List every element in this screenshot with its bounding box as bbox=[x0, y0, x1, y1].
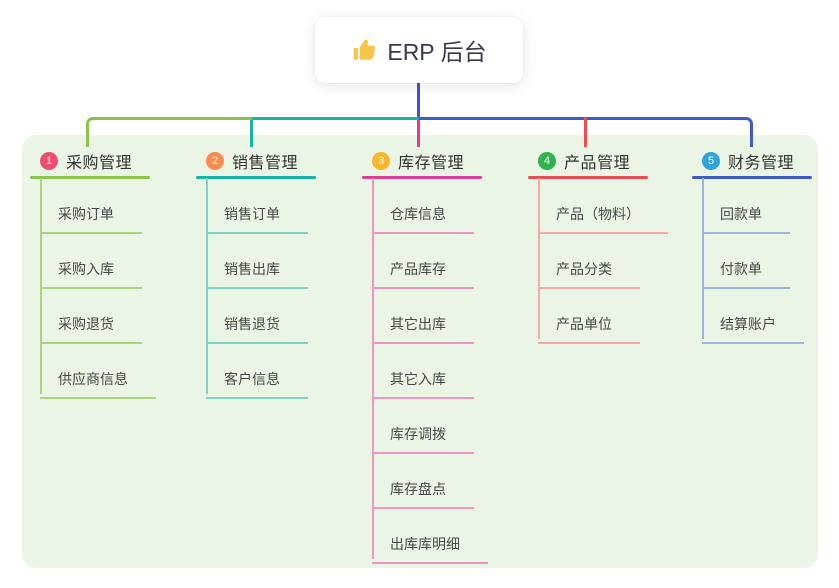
child-node[interactable]: 回款单 bbox=[702, 204, 790, 234]
branch-purchase-node[interactable]: 1 采购管理 bbox=[40, 149, 132, 173]
branch-title: 销售管理 bbox=[232, 155, 299, 172]
child-node[interactable]: 采购退货 bbox=[40, 314, 142, 344]
child-node[interactable]: 产品（物料） bbox=[538, 204, 668, 234]
child-node[interactable]: 供应商信息 bbox=[40, 369, 156, 399]
child-node[interactable]: 库存盘点 bbox=[372, 479, 474, 509]
connector-drop-product bbox=[584, 117, 587, 147]
branch-underline bbox=[362, 176, 482, 179]
child-node[interactable]: 产品分类 bbox=[538, 259, 640, 289]
connector-elbow-left bbox=[86, 117, 254, 147]
root-node[interactable]: ERP 后台 bbox=[315, 17, 523, 83]
child-node[interactable]: 结算账户 bbox=[702, 314, 804, 344]
branch-finance-node[interactable]: 5 财务管理 bbox=[702, 149, 794, 173]
branch-sales-node[interactable]: 2 销售管理 bbox=[206, 149, 298, 173]
child-node[interactable]: 付款单 bbox=[702, 259, 790, 289]
child-node[interactable]: 销售订单 bbox=[206, 204, 308, 234]
root-connector-line bbox=[417, 83, 420, 120]
thumbs-up-icon bbox=[351, 37, 377, 63]
child-node[interactable]: 出库库明细 bbox=[372, 534, 488, 564]
child-node[interactable]: 销售出库 bbox=[206, 259, 308, 289]
branch-product-node[interactable]: 4 产品管理 bbox=[538, 149, 630, 173]
branch-underline bbox=[528, 176, 648, 179]
child-node[interactable]: 产品单位 bbox=[538, 314, 640, 344]
child-node[interactable]: 采购订单 bbox=[40, 204, 142, 234]
branch-number-badge: 5 bbox=[702, 152, 720, 170]
branch-title: 采购管理 bbox=[66, 155, 133, 172]
child-node[interactable]: 客户信息 bbox=[206, 369, 308, 399]
branch-trunk-line bbox=[538, 178, 540, 339]
child-node[interactable]: 仓库信息 bbox=[372, 204, 474, 234]
branch-trunk-line bbox=[702, 178, 704, 339]
branch-trunk-line bbox=[206, 178, 208, 394]
child-node[interactable]: 其它出库 bbox=[372, 314, 474, 344]
child-node[interactable]: 库存调拨 bbox=[372, 424, 474, 454]
branch-number-badge: 4 bbox=[538, 152, 556, 170]
connector-drop-sales bbox=[250, 120, 253, 147]
branch-number-badge: 1 bbox=[40, 152, 58, 170]
branch-title: 产品管理 bbox=[564, 155, 631, 172]
branch-title: 财务管理 bbox=[728, 155, 795, 172]
child-node[interactable]: 采购入库 bbox=[40, 259, 142, 289]
branch-underline bbox=[692, 176, 812, 179]
child-node[interactable]: 产品库存 bbox=[372, 259, 474, 289]
branches-panel bbox=[22, 135, 818, 568]
branch-inventory-node[interactable]: 3 库存管理 bbox=[372, 149, 464, 173]
connector-drop-inventory bbox=[417, 120, 420, 147]
branch-number-badge: 2 bbox=[206, 152, 224, 170]
root-title: ERP 后台 bbox=[387, 39, 487, 65]
branch-underline bbox=[30, 176, 150, 179]
branch-title: 库存管理 bbox=[398, 155, 465, 172]
child-node[interactable]: 销售退货 bbox=[206, 314, 308, 344]
child-node[interactable]: 其它入库 bbox=[372, 369, 474, 399]
branch-number-badge: 3 bbox=[372, 152, 390, 170]
branch-underline bbox=[196, 176, 316, 179]
branch-trunk-line bbox=[40, 178, 42, 394]
branch-trunk-line bbox=[372, 178, 374, 559]
connector-segment-sales bbox=[252, 117, 419, 120]
